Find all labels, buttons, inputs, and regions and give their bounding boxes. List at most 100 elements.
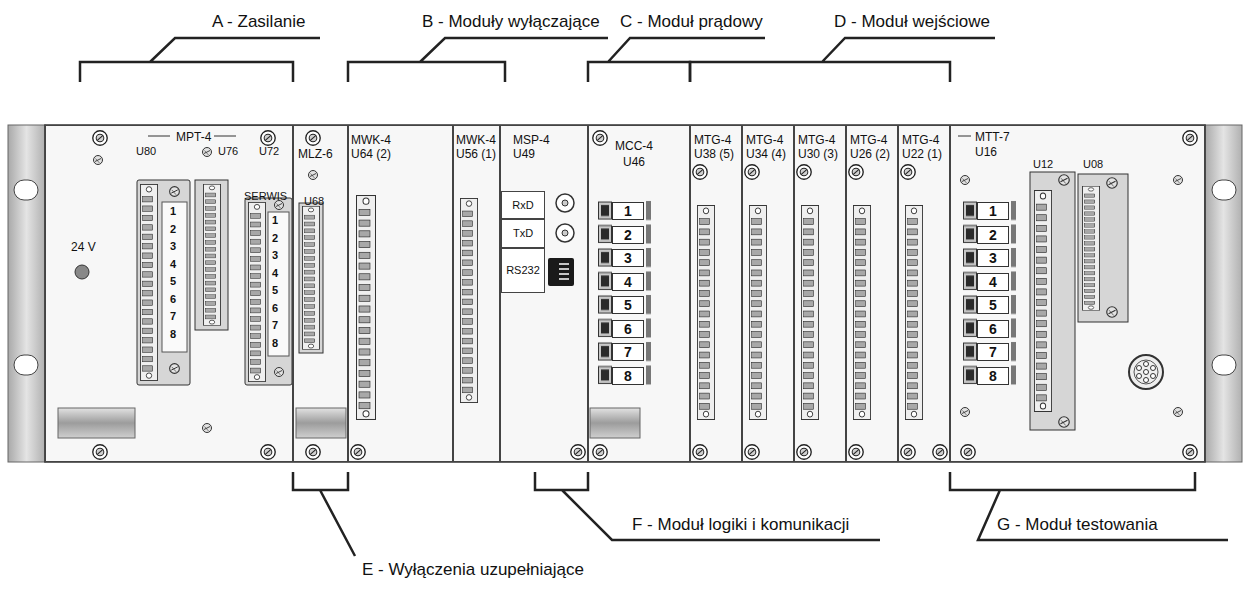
terminal-number: 8 <box>612 367 644 385</box>
screw <box>306 131 320 145</box>
module-label: U56 (1) <box>456 148 496 160</box>
screw <box>93 131 107 145</box>
connector-label-strip <box>162 202 187 352</box>
pin-strip <box>749 205 766 419</box>
rack-ear <box>8 125 45 462</box>
pin-number: 6 <box>272 303 278 314</box>
screw <box>693 165 707 179</box>
connector-body <box>1078 174 1128 322</box>
module-label: MTG-4 <box>902 134 939 146</box>
callout-label: C - Moduł prądowy <box>618 12 765 32</box>
port-label: RxD <box>512 200 533 211</box>
rack-ear <box>1205 125 1242 462</box>
module-label: MWK-4 <box>351 134 391 146</box>
terminal-grips <box>598 199 658 387</box>
mount-hole <box>1212 180 1236 200</box>
module-label: MLZ-6 <box>298 148 333 160</box>
terminal-number: 8 <box>977 367 1009 385</box>
pin-strip <box>801 205 818 419</box>
terminal-number: 4 <box>977 273 1009 291</box>
cable-block <box>58 408 135 438</box>
module-label: MTG-4 <box>850 134 887 146</box>
bracket <box>690 38 995 82</box>
pin-strip <box>697 205 714 419</box>
round-connector <box>1129 355 1163 389</box>
bracket <box>348 38 608 82</box>
small-screw <box>170 187 180 197</box>
connector-pins <box>1137 362 1156 383</box>
module-label: U26 (2) <box>850 148 890 160</box>
small-screw <box>961 408 970 417</box>
small-screw <box>1059 417 1070 428</box>
screw <box>93 445 107 459</box>
bracket <box>588 38 765 82</box>
small-screw <box>309 171 318 180</box>
module-label: U30 (3) <box>798 148 838 160</box>
terminal-grips <box>963 199 1023 387</box>
title-dash <box>958 136 971 137</box>
small-screw <box>170 364 180 374</box>
input-module: MTG-4U22 (1) <box>898 125 950 462</box>
terminal-connector: 12345678 <box>245 198 292 385</box>
terminal-number: 1 <box>977 202 1009 220</box>
pin-strip <box>248 202 265 381</box>
port-label-box: RxD <box>501 191 545 219</box>
screw <box>745 445 759 459</box>
rs232-socket <box>548 258 574 286</box>
small-screw <box>203 148 212 157</box>
title-dash <box>214 136 236 137</box>
round-connector-ring <box>1134 360 1158 384</box>
screw <box>593 445 607 459</box>
module-label: U80 <box>136 146 156 157</box>
terminal-block: 12345678 <box>963 199 1023 387</box>
input-module: MTG-4U30 (3) <box>794 125 846 462</box>
port-label: TxD <box>513 228 533 239</box>
pin-strip <box>203 184 220 325</box>
terminal-number: 3 <box>977 249 1009 267</box>
connector-body <box>1030 172 1075 430</box>
trip-module: MWK-4U64 (2) <box>348 125 453 462</box>
bracket <box>80 38 320 82</box>
pin-number: 7 <box>170 311 176 322</box>
port-label: RS232 <box>506 265 540 276</box>
callout-label: B - Moduły wyłączające <box>420 12 602 32</box>
module-label: U38 (5) <box>694 148 734 160</box>
pin-number: 3 <box>170 241 176 252</box>
module-label: U16 <box>975 146 997 158</box>
pin-number: 2 <box>272 233 278 244</box>
terminal-number: 2 <box>977 226 1009 244</box>
module-label: U76 <box>218 146 238 157</box>
power-module: MPT-4U80U76U7224 VSERWIS1234567812345678 <box>45 125 293 462</box>
screw <box>797 445 811 459</box>
pin-strip <box>853 205 870 419</box>
module-label: MTG-4 <box>746 134 783 146</box>
terminal-connector: 12345678 <box>137 180 190 385</box>
input-module: MTG-4U34 (4) <box>742 125 794 462</box>
pin-number: 8 <box>170 329 176 340</box>
callout-brackets <box>80 38 1228 556</box>
module-label: MCC-4 <box>615 140 653 152</box>
port-label-box: TxD <box>501 219 545 248</box>
bracket <box>535 472 880 540</box>
input-module: MTG-4U38 (5) <box>690 125 742 462</box>
screw <box>351 445 365 459</box>
mount-hole <box>1212 355 1236 375</box>
screw <box>901 165 915 179</box>
callout-label: G - Moduł testowania <box>995 515 1160 535</box>
screw <box>933 445 947 459</box>
small-screw <box>1174 408 1183 417</box>
pin-number: 4 <box>272 268 278 279</box>
pin-number: 6 <box>170 294 176 305</box>
screws <box>93 131 1197 459</box>
module-label: U72 <box>259 146 279 157</box>
module-label: MSP-4 <box>513 134 550 146</box>
module-label: U34 (4) <box>746 148 786 160</box>
small-screw <box>94 156 103 165</box>
screw <box>961 445 975 459</box>
module-label: U49 <box>513 148 535 160</box>
cable-block <box>590 408 640 438</box>
terminal-number: 6 <box>977 320 1009 338</box>
module-label: MWK-4 <box>456 134 496 146</box>
terminal-number: 6 <box>612 320 644 338</box>
